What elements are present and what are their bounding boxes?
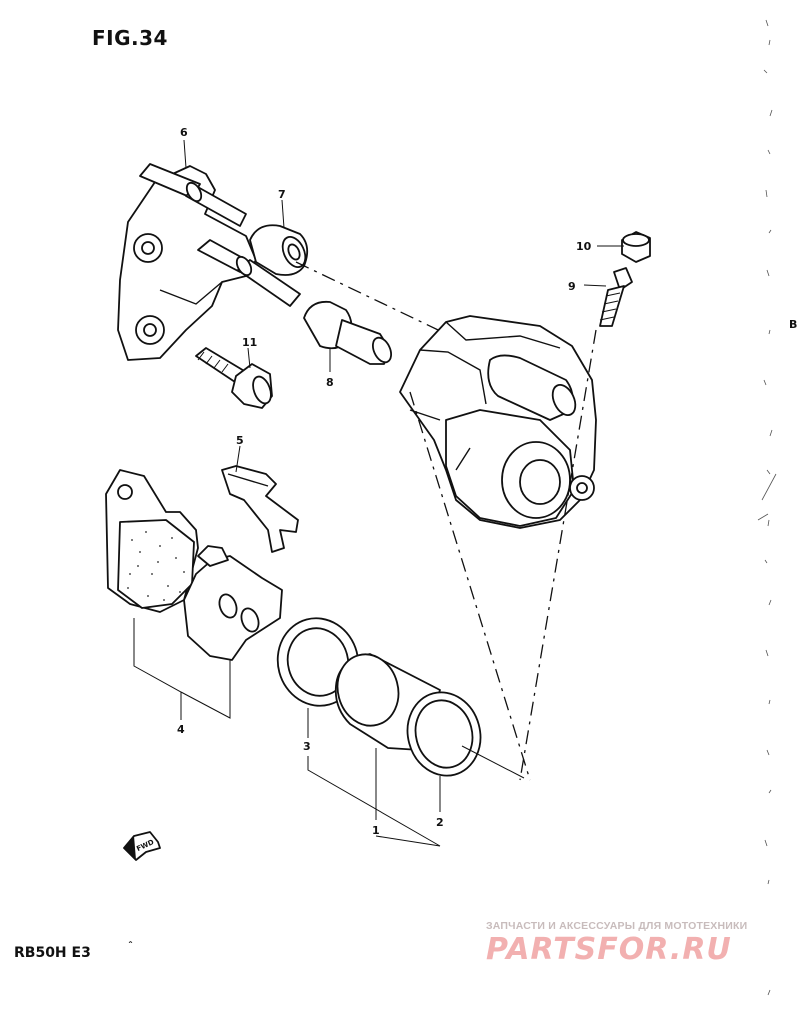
fwd-arrow-icon: FWD <box>123 831 161 861</box>
callout-9: 9 <box>568 280 576 293</box>
part-8-slide-pin <box>303 300 392 365</box>
model-code-tick-mark: ˆ <box>128 941 133 952</box>
margin-mark: B <box>789 318 797 331</box>
callout-5: 5 <box>236 434 244 447</box>
watermark-brand: PARTSFOR.RU <box>486 932 732 967</box>
callout-2: 2 <box>436 816 444 829</box>
callout-11: 11 <box>242 336 257 349</box>
part-6-caliper-bracket <box>117 163 301 361</box>
callout-4: 4 <box>177 723 185 736</box>
callout-1: 1 <box>372 824 380 837</box>
assembly-line-left <box>409 391 531 781</box>
callout-3: 3 <box>303 740 311 753</box>
part-9-bleeder-valve <box>599 267 633 327</box>
caliper-body <box>399 315 597 529</box>
part-4-brake-pads <box>105 469 283 661</box>
assembly-line-right <box>519 329 597 781</box>
watermark: ЗАПЧАСТИ И АКСЕССУАРЫ ДЛЯ МОТОТЕХНИКИ PA… <box>486 920 786 967</box>
assembly-line-seal <box>461 745 525 779</box>
callout-6: 6 <box>180 126 188 139</box>
axis-line <box>295 261 481 351</box>
model-code: RB50H E3 ˆ <box>14 941 133 961</box>
part-10-bleeder-cap <box>621 231 651 263</box>
callout-10: 10 <box>576 240 592 253</box>
callout-7: 7 <box>278 188 286 201</box>
part-2-dust-seal <box>406 691 482 777</box>
scan-margin-noise <box>757 19 777 996</box>
model-code-text: RB50H E3 <box>14 945 91 961</box>
callout-8: 8 <box>326 376 334 389</box>
figure-title: FIG.34 <box>92 26 168 50</box>
part-7-boot <box>249 224 309 276</box>
part-11-bolt <box>195 347 273 409</box>
leader-lines <box>133 139 624 847</box>
watermark-tagline: ЗАПЧАСТИ И АКСЕССУАРЫ ДЛЯ МОТОТЕХНИКИ <box>486 920 748 932</box>
part-5-pad-spring <box>221 465 299 553</box>
